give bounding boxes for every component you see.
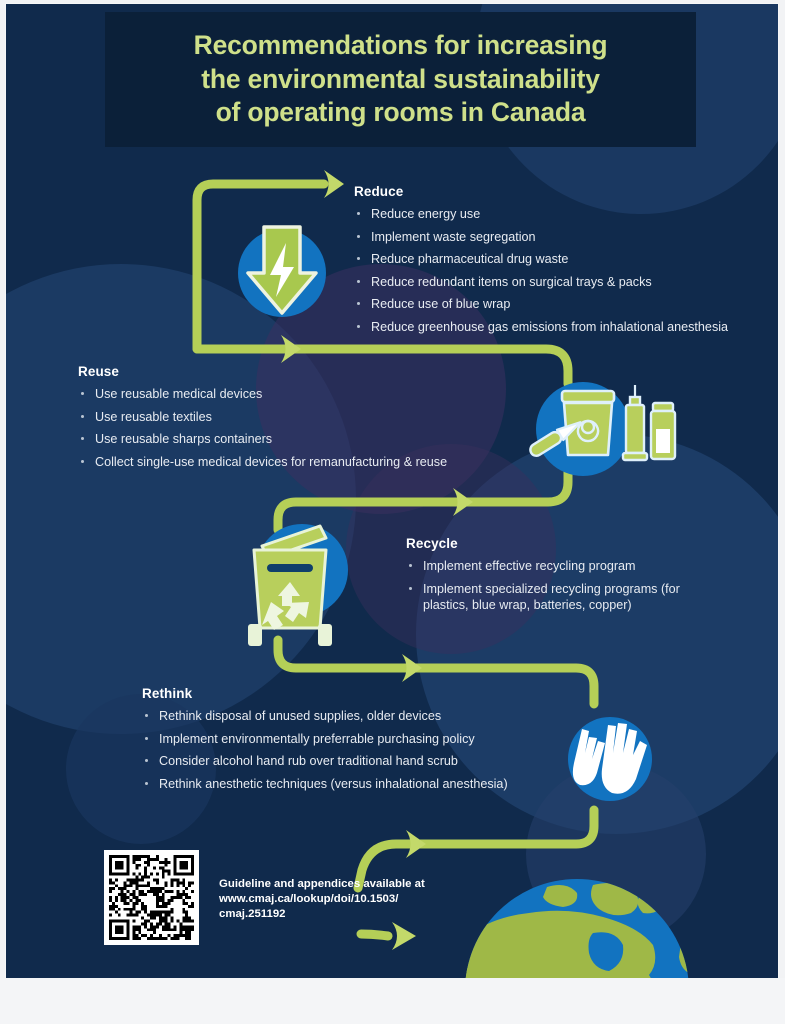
list-item: Reduce pharmaceutical drug waste	[354, 251, 774, 267]
section-recycle: Recycle Implement effective recycling pr…	[406, 536, 686, 619]
footer-line-3: cmaj.251192	[219, 908, 286, 921]
qr-code-canvas	[109, 855, 194, 940]
title-line-3: of operating rooms in Canada	[215, 97, 586, 128]
list-item: Rethink disposal of unused supplies, old…	[142, 708, 572, 724]
infographic-poster: Recommendations for increasing the envir…	[6, 4, 778, 978]
guideline-reference: Guideline and appendices available at ww…	[219, 877, 469, 922]
list-item: Rethink anesthetic techniques (versus in…	[142, 776, 572, 792]
list-item: Use reusable textiles	[78, 409, 508, 425]
section-heading-reuse: Reuse	[78, 364, 120, 379]
title-banner: Recommendations for increasing the envir…	[105, 12, 696, 147]
list-item: Reduce greenhouse gas emissions from inh…	[354, 319, 774, 335]
list-item: Use reusable medical devices	[78, 386, 508, 402]
qr-code[interactable]	[104, 850, 199, 945]
section-rethink: Rethink Rethink disposal of unused suppl…	[142, 686, 572, 798]
list-item: Reduce energy use	[354, 206, 774, 222]
section-reduce: Reduce Reduce energy use Implement waste…	[354, 184, 774, 342]
title-line-1: Recommendations for increasing	[193, 30, 608, 61]
list-item: Use reusable sharps containers	[78, 431, 508, 447]
list-item: Reduce redundant items on surgical trays…	[354, 274, 774, 290]
section-heading-reduce: Reduce	[354, 184, 404, 199]
section-list-recycle: Implement effective recycling program Im…	[406, 558, 686, 613]
list-item: Collect single-use medical devices for r…	[78, 454, 508, 470]
section-list-reuse: Use reusable medical devices Use reusabl…	[78, 386, 508, 470]
down-arrow-lightning-icon	[230, 217, 334, 321]
page-title: Recommendations for increasing the envir…	[180, 29, 622, 130]
sharps-container-scalpel-syringe-icon	[527, 381, 679, 477]
list-item: Reduce use of blue wrap	[354, 296, 774, 312]
page-bottom-strip	[0, 978, 785, 1024]
section-heading-rethink: Rethink	[142, 686, 193, 701]
section-reuse: Reuse Use reusable medical devices Use r…	[78, 364, 508, 476]
title-line-2: the environmental sustainability	[201, 63, 600, 94]
list-item: Implement effective recycling program	[406, 558, 686, 574]
section-heading-recycle: Recycle	[406, 536, 458, 551]
footer-line-1: Guideline and appendices available at	[219, 878, 425, 890]
list-item: Implement waste segregation	[354, 229, 774, 245]
flow-path-diagram	[192, 170, 599, 950]
footer-line-2: www.cmaj.ca/lookup/doi/10.1503/	[219, 893, 399, 906]
recycling-bin-icon	[234, 512, 354, 648]
list-item: Implement environmentally preferrable pu…	[142, 731, 572, 747]
list-item: Consider alcohol hand rub over tradition…	[142, 753, 572, 769]
earth-globe-icon	[465, 879, 689, 978]
list-item: Implement specialized recycling programs…	[406, 581, 686, 613]
section-list-reduce: Reduce energy use Implement waste segreg…	[354, 206, 774, 335]
hand-hygiene-icon	[558, 707, 662, 811]
section-list-rethink: Rethink disposal of unused supplies, old…	[142, 708, 572, 792]
